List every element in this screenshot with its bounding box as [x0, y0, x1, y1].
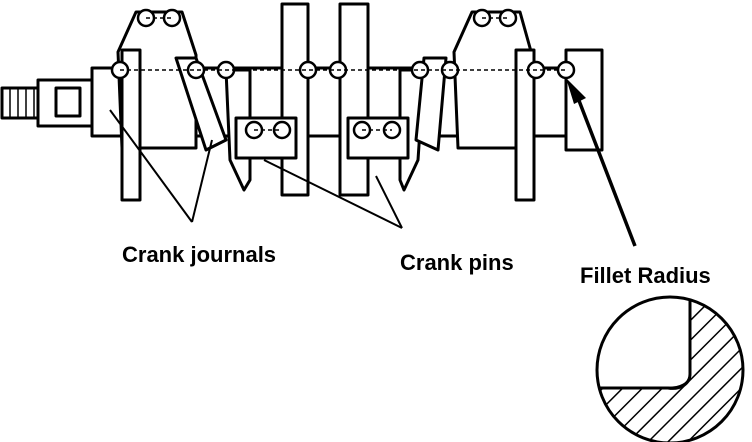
- fillet-detail: [595, 295, 745, 442]
- crankshaft: [0, 2, 604, 202]
- leader-pin-1: [263, 159, 403, 229]
- crankshaft-snout: [0, 78, 96, 128]
- fillet-arrow: [566, 78, 637, 247]
- journal-markers: [110, 8, 576, 140]
- leader-journal-2: [191, 139, 213, 223]
- crank-pins-label: Crank pins: [400, 250, 514, 275]
- fillet-lines: [120, 17, 566, 131]
- leader-lines: [109, 109, 403, 229]
- leader-pin-2: [375, 175, 403, 229]
- fillet-radius-label: Fillet Radius: [580, 263, 711, 288]
- leader-journal-1: [109, 109, 193, 223]
- crank-journals-label: Crank journals: [122, 242, 277, 267]
- crank-webs: [116, 2, 604, 202]
